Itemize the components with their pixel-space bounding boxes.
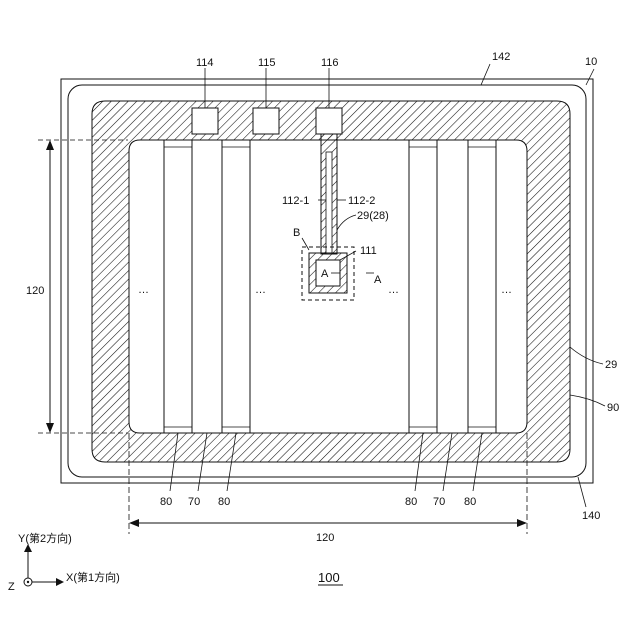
label-70-b: 70: [433, 496, 445, 508]
label-112-1: 112-1: [282, 195, 309, 207]
label-70-a: 70: [188, 496, 200, 508]
label-80-b: 80: [218, 496, 230, 508]
strip-80-left-a: [164, 140, 192, 433]
label-120-vertical: 120: [26, 285, 44, 297]
axis-z-label: Z: [8, 581, 15, 593]
axis-y-label: Y(第2方向): [18, 531, 72, 545]
strip-group-left: [164, 140, 250, 433]
ellipsis-3: …: [388, 284, 399, 296]
pad-116: [316, 108, 342, 134]
axis-x-label: X(第1方向): [66, 570, 120, 584]
figure-number: 100: [318, 570, 340, 585]
label-115: 115: [258, 57, 276, 69]
label-114: 114: [196, 57, 214, 69]
label-120-horizontal: 120: [316, 532, 334, 544]
label-111: 111: [360, 245, 377, 257]
label-142: 142: [492, 51, 510, 63]
strip-group-right: [409, 140, 496, 433]
label-29-28: 29(28): [357, 210, 389, 222]
ellipsis-1: …: [138, 284, 149, 296]
label-140: 140: [582, 510, 600, 522]
label-29: 29: [605, 359, 617, 371]
strip-80-left-b: [222, 140, 250, 433]
ellipsis-4: …: [501, 284, 512, 296]
label-80-c: 80: [405, 496, 417, 508]
label-b: B: [293, 227, 300, 239]
label-112-2: 112-2: [348, 195, 375, 207]
label-80-a: 80: [160, 496, 172, 508]
strip-70-right: [437, 140, 468, 433]
strip-80-right-a: [409, 140, 437, 433]
wire-112-core: [326, 152, 332, 254]
pad-114: [192, 108, 218, 134]
label-80-d: 80: [464, 496, 476, 508]
axes-indicator: [24, 544, 64, 586]
label-116: 116: [321, 57, 339, 69]
label-10: 10: [585, 56, 597, 68]
label-90: 90: [607, 402, 619, 414]
pad-115: [253, 108, 279, 134]
label-a-left: A: [321, 268, 329, 280]
strip-70-left: [192, 140, 222, 433]
strip-80-right-b: [468, 140, 496, 433]
label-a-right: A: [374, 274, 382, 286]
ellipsis-2: …: [255, 284, 266, 296]
